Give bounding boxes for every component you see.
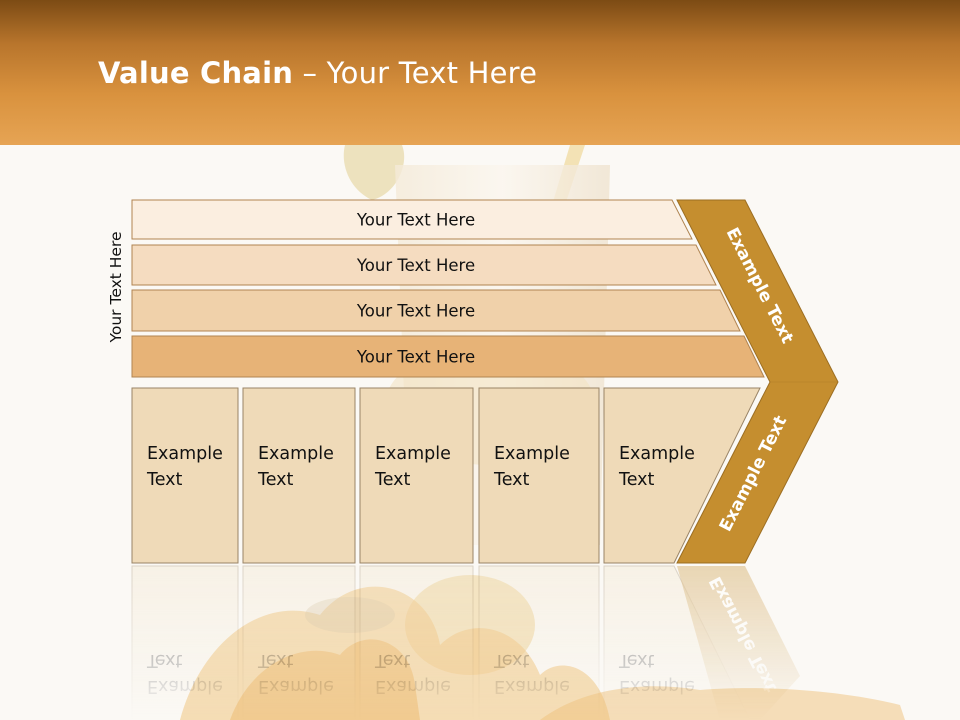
reflection-cell-4-line2: Text bbox=[493, 650, 530, 670]
reflection-cell-1 bbox=[131, 565, 239, 720]
cell-2-line2: Text bbox=[257, 470, 294, 490]
reflection-cell-2 bbox=[242, 565, 356, 720]
slide-title: Value Chain – Your Text Here bbox=[98, 56, 537, 90]
reflection-cell-3-line2: Text bbox=[374, 650, 411, 670]
reflection-chevron bbox=[677, 566, 800, 720]
reflection-cell-5-line2: Text bbox=[618, 650, 655, 670]
cell-3-line2: Text bbox=[374, 470, 411, 490]
title-bold: Value Chain bbox=[98, 56, 294, 90]
reflection-cell-1-line1: Example bbox=[147, 676, 223, 696]
bar-2 bbox=[131, 244, 717, 286]
side-label: Your Text Here bbox=[103, 222, 129, 352]
reflection-cell-2-line2: Text bbox=[257, 650, 294, 670]
bar-label-3: Your Text Here bbox=[356, 302, 475, 321]
cell-5-line2: Text bbox=[618, 470, 655, 490]
cell-1-line2: Text bbox=[146, 470, 183, 490]
cell-4-line2: Text bbox=[493, 470, 530, 490]
bar-1 bbox=[131, 199, 693, 240]
bar-label-2: Your Text Here bbox=[356, 256, 475, 275]
bar-4 bbox=[131, 335, 765, 378]
bar-label-4: Your Text Here bbox=[356, 348, 475, 367]
cell-5 bbox=[603, 387, 761, 564]
cell-4 bbox=[478, 387, 600, 564]
cell-3 bbox=[359, 387, 474, 564]
reflection-cell-5-line1: Example bbox=[619, 676, 695, 696]
header-band: Value Chain – Your Text Here bbox=[0, 0, 960, 145]
bar-3 bbox=[131, 289, 741, 332]
side-label-text: Your Text Here bbox=[107, 231, 125, 343]
reflection-cell-4 bbox=[478, 565, 600, 720]
cell-2-line1: Example bbox=[258, 444, 334, 464]
reflection-cell-2-line1: Example bbox=[258, 676, 334, 696]
cell-4-line1: Example bbox=[494, 444, 570, 464]
cell-3-line1: Example bbox=[375, 444, 451, 464]
reflection-cell-1-line2: Text bbox=[146, 650, 183, 670]
cell-5-line1: Example bbox=[619, 444, 695, 464]
title-rest: – Your Text Here bbox=[293, 56, 538, 90]
reflection-cell-3-line1: Example bbox=[375, 676, 451, 696]
bar-label-1: Your Text Here bbox=[356, 211, 475, 230]
cell-2 bbox=[242, 387, 356, 564]
cell-1 bbox=[131, 387, 239, 564]
reflection-cell-3 bbox=[359, 565, 474, 720]
cell-1-line1: Example bbox=[147, 444, 223, 464]
reflection-cell-4-line1: Example bbox=[494, 676, 570, 696]
